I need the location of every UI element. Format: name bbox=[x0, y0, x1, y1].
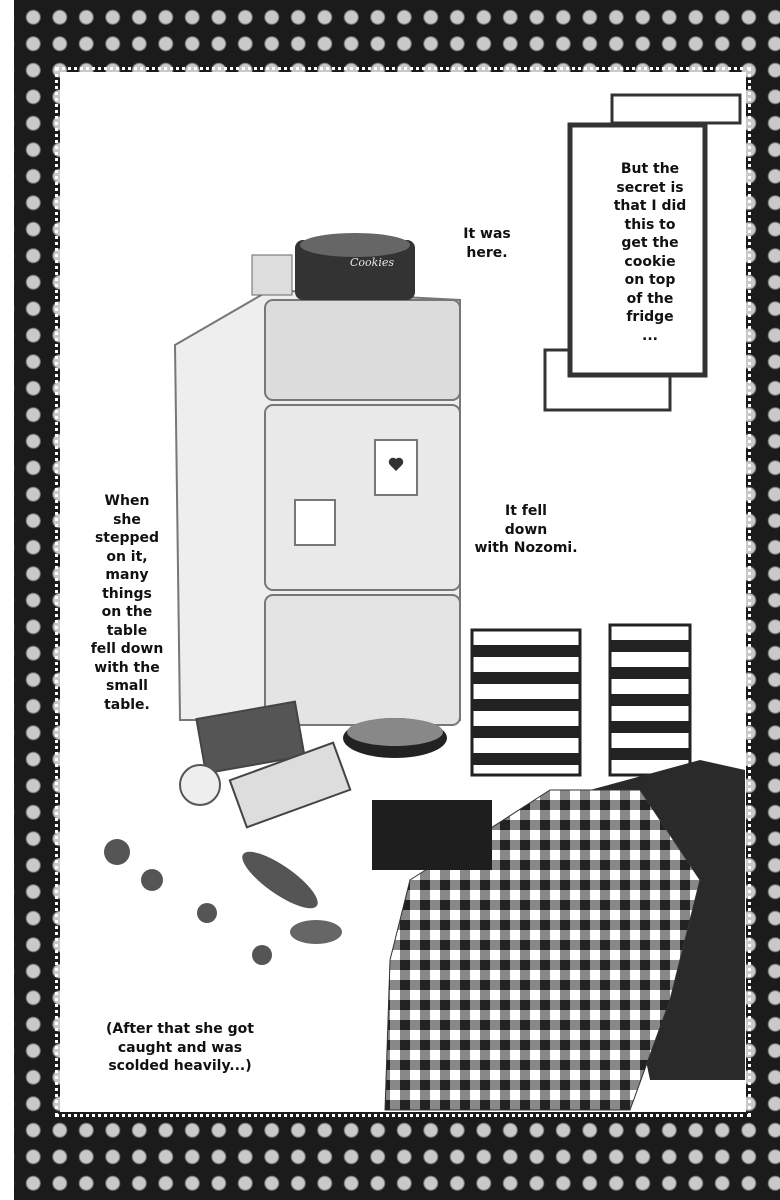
page-margin bbox=[0, 0, 14, 1200]
bottle bbox=[242, 851, 318, 909]
roses bbox=[104, 839, 272, 965]
fridge bbox=[173, 288, 461, 726]
caption-aftermath: (After that she got caught and was scold… bbox=[106, 1021, 254, 1074]
caption-it-was-here: It was here. bbox=[463, 226, 511, 261]
scroll-banner bbox=[543, 93, 742, 412]
small-table bbox=[372, 800, 492, 870]
caption-fell-with-nozomi: It fell down with Nozomi. bbox=[474, 503, 578, 556]
strainer bbox=[179, 764, 221, 806]
cookie-tin-fallen bbox=[343, 718, 447, 758]
scroll-caption: But the secret is that I did this to get… bbox=[613, 161, 687, 344]
cookie bbox=[290, 920, 342, 944]
tin-label: Cookies bbox=[350, 256, 394, 269]
fallen-books bbox=[195, 700, 352, 829]
caption-when-she-stepped: When she stepped on it, many things on t… bbox=[90, 493, 164, 713]
heart-magnet-icon bbox=[388, 457, 404, 471]
cookie-tin-top: Cookies bbox=[251, 233, 415, 300]
striped-chair bbox=[470, 623, 692, 777]
